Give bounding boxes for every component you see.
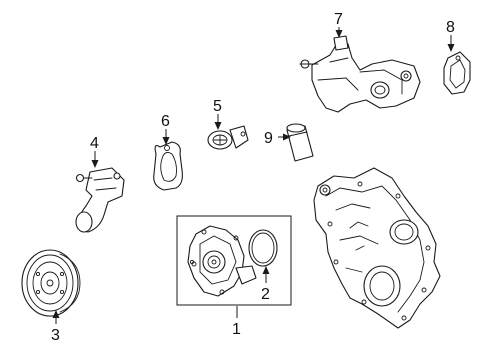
callout-3: 3: [51, 327, 60, 344]
leader-3: [52, 310, 60, 324]
pulley: [21, 249, 81, 317]
leader-4: [91, 151, 99, 168]
callout-8: 8: [446, 19, 455, 36]
pump-gasket: [248, 229, 278, 267]
bypass-hose: [286, 123, 314, 162]
leader-2: [262, 266, 270, 283]
callout-7: 7: [334, 11, 343, 28]
leader-8: [447, 35, 455, 52]
thermostat-housing: [299, 35, 421, 113]
leader-6: [162, 129, 170, 145]
callout-1: 1: [232, 321, 241, 338]
water-outlet: [75, 167, 125, 233]
callout-5: 5: [213, 98, 222, 115]
callout-4: 4: [90, 135, 99, 152]
callout-2: 2: [261, 286, 270, 303]
leader-9: [278, 133, 291, 141]
outlet-gasket: [443, 51, 471, 95]
callout-9: 9: [264, 130, 273, 147]
water-pump: [187, 225, 257, 297]
leader-5: [214, 114, 222, 130]
leader-7: [335, 27, 343, 38]
thermostat-gasket: [153, 141, 183, 191]
callout-6: 6: [161, 113, 170, 130]
thermostat: [207, 125, 249, 150]
timing-cover: [313, 167, 441, 329]
pump-assembly-frame: [176, 215, 292, 306]
